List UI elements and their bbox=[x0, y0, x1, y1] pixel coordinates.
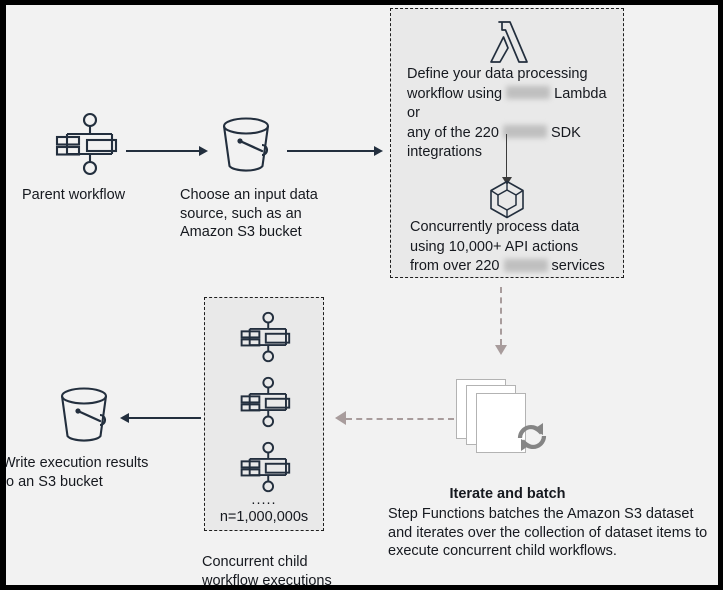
workflow-icon-child-3 bbox=[239, 441, 291, 493]
input-source-caption: Choose an input data source, such as an … bbox=[180, 187, 318, 240]
lambda-icon bbox=[487, 19, 531, 65]
output-bucket-caption: Write execution results to an S3 bucket bbox=[6, 455, 149, 490]
redaction-block-2 bbox=[502, 125, 547, 139]
arrow-input-to-processing-line bbox=[287, 150, 375, 152]
processing-box-lambda-text: Define your data processing workflow usi… bbox=[407, 65, 623, 163]
workflow-icon-child-2 bbox=[239, 376, 291, 428]
dashed-arrow-down-line bbox=[500, 287, 502, 345]
cube-text-1: Concurrently process data using 10,000+ … bbox=[410, 219, 580, 274]
child-executions-ellipsis: ..... bbox=[251, 492, 277, 508]
lambda-text-1: Define your data processing workflow usi… bbox=[407, 66, 588, 102]
child-executions-count: n=1,000,000s bbox=[219, 509, 309, 525]
s3-bucket-icon-input bbox=[220, 117, 272, 173]
document-front bbox=[476, 393, 526, 453]
arrow-parent-to-input-line bbox=[126, 150, 200, 152]
workflow-icon-child-1 bbox=[239, 311, 291, 363]
processing-box-cube-text: Concurrently process data using 10,000+ … bbox=[410, 218, 626, 277]
arrow-parent-to-input-head bbox=[199, 145, 208, 156]
diagram-canvas: Define your data processing workflow usi… bbox=[6, 5, 718, 585]
workflow-icon-parent bbox=[54, 112, 118, 176]
redaction-block-3 bbox=[503, 258, 548, 272]
dashed-arrow-down-head bbox=[494, 345, 507, 355]
child-executions-caption: Concurrent child workflow executions bbox=[202, 554, 332, 585]
s3-bucket-icon-output bbox=[58, 387, 110, 443]
redaction-block-1 bbox=[506, 86, 551, 100]
cube-text-2: services bbox=[547, 258, 605, 274]
inner-flow-arrow-line bbox=[506, 134, 508, 179]
cube-icon bbox=[489, 180, 525, 220]
iterate-batch-heading: Iterate and batch bbox=[449, 486, 566, 502]
document-stack-icon bbox=[456, 379, 542, 455]
dashed-arrow-left-line bbox=[346, 418, 454, 420]
arrow-child-to-output-line bbox=[129, 417, 201, 419]
loop-refresh-icon bbox=[514, 419, 550, 455]
child-executions-box bbox=[204, 297, 324, 531]
lambda-text-3: SDK integrations bbox=[407, 124, 581, 161]
parent-workflow-caption: Parent workflow bbox=[22, 187, 126, 203]
iterate-batch-body: Step Functions batches the Amazon S3 dat… bbox=[388, 506, 708, 559]
dashed-arrow-left-head bbox=[335, 411, 346, 425]
arrow-input-to-processing-head bbox=[374, 145, 383, 156]
lambda-text-2: Lambda or any of the 220 bbox=[407, 85, 607, 141]
arrow-child-to-output-head bbox=[120, 412, 129, 423]
